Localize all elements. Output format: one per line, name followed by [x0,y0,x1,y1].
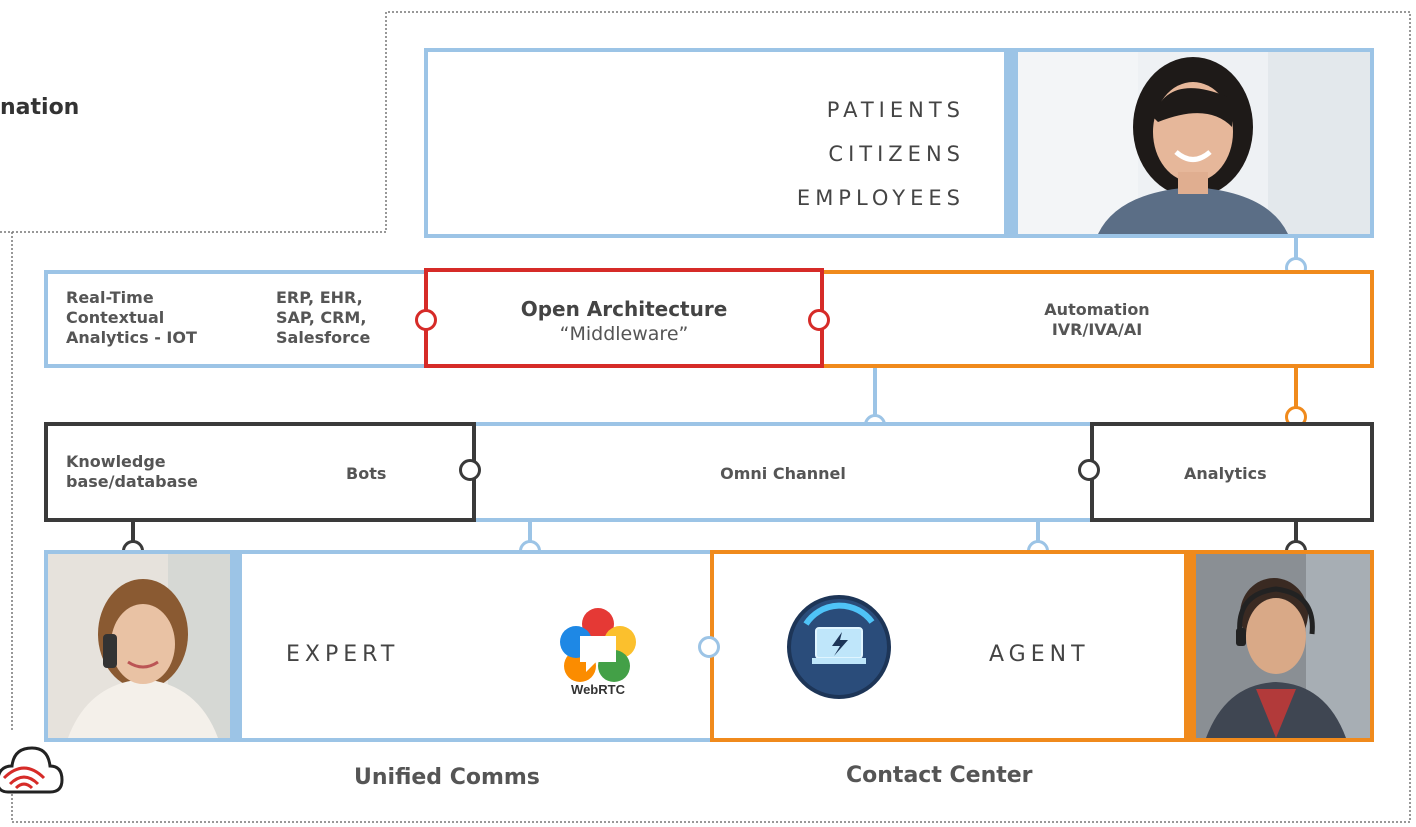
customer-photo [1018,52,1370,234]
text-line: Analytics - IOT [66,328,197,347]
middleware-box: Open Architecture “Middleware” [424,268,824,368]
webrtc-label: WebRTC [571,682,625,697]
expert-label: EXPERT [286,642,400,667]
knowledge-label: Knowledge base/database [66,452,198,492]
divider [1004,52,1018,234]
page-title-fragment: nation [0,95,80,120]
connector-line [528,520,532,550]
agent-photo [1196,554,1370,738]
divider [230,554,242,738]
connector-line [873,366,877,424]
connector-node [415,309,437,331]
patients-label: PATIENTS [826,98,965,122]
automation-box: Automation IVR/IVA/AI [820,270,1374,368]
integrations-box: Real-Time Contextual Analytics - IOT ERP… [44,270,428,368]
text-line: Salesforce [276,328,371,347]
middleware-label: Open Architecture “Middleware” [428,296,820,346]
knowledge-box: Knowledge base/database Bots [44,422,476,522]
automation-label: Automation IVR/IVA/AI [824,300,1370,340]
webrtc-logo: WebRTC [558,606,638,702]
text-line: Contextual [66,308,165,327]
contact-center-label: Contact Center [846,763,1033,788]
automation-subtitle: IVR/IVA/AI [1051,320,1143,339]
expert-box: EXPERT WebRTC [44,550,716,742]
contact-center-icon [786,594,892,700]
text-line: base/database [66,472,198,491]
erp-crm-label: ERP, EHR, SAP, CRM, Salesforce [276,288,370,348]
divider [1184,554,1196,738]
text-line: SAP, CRM, [276,308,367,327]
unified-comms-label: Unified Comms [354,765,540,790]
cloud-wifi-icon [0,734,66,804]
analytics-box: Analytics [1090,422,1374,522]
connector-line [1294,520,1298,550]
middleware-subtitle: “Middleware” [559,323,689,345]
connector-node [808,309,830,331]
agent-box: AGENT [710,550,1374,742]
omni-channel-label: Omni Channel [720,464,846,483]
connector-line [1294,366,1298,424]
citizens-label: CITIZENS [828,142,965,166]
middleware-title: Open Architecture [520,297,728,321]
connector-line [1036,520,1040,550]
omni-channel-box: Omni Channel [470,422,1096,522]
agent-label: AGENT [989,642,1090,667]
text-line: Knowledge [66,452,166,471]
text-line: ERP, EHR, [276,288,363,307]
analytics-iot-label: Real-Time Contextual Analytics - IOT [66,288,197,348]
expert-photo [48,554,230,738]
automation-title: Automation [1044,300,1150,319]
bots-label: Bots [346,464,387,483]
audience-box: PATIENTS CITIZENS EMPLOYEES [424,48,1374,238]
text-line: Real-Time [66,288,154,307]
connector-node [459,459,481,481]
connector-node [698,636,720,658]
analytics-label: Analytics [1184,464,1267,483]
connector-line [131,520,135,550]
audience-labels: PATIENTS CITIZENS EMPLOYEES [797,88,965,220]
employees-label: EMPLOYEES [796,186,965,210]
connector-line [1294,232,1298,270]
connector-node [1078,459,1100,481]
